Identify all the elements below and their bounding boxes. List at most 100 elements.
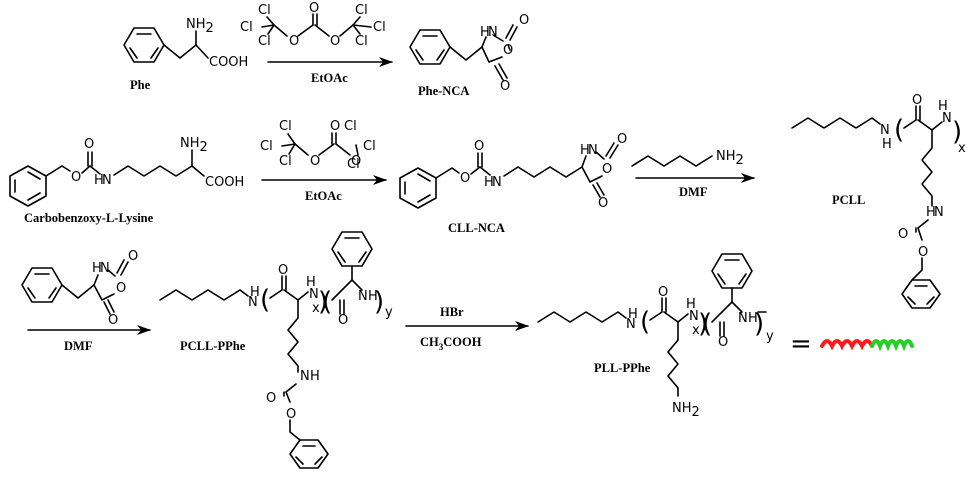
svg-text:(: ( <box>894 115 904 145</box>
svg-text:H: H <box>94 173 104 188</box>
svg-text:O: O <box>108 313 118 328</box>
svg-text:y: y <box>385 305 393 320</box>
svg-text:Cl: Cl <box>260 139 273 154</box>
pll-pphe-structure: N H ( O H N ) x ( O N H ) y NH2 PLL-PPhe <box>537 253 774 420</box>
pphe-coil-segment <box>870 339 914 352</box>
svg-text:O: O <box>460 171 470 186</box>
svg-text:H: H <box>628 307 638 322</box>
svg-text:N: N <box>588 143 598 158</box>
svg-text:O: O <box>338 313 348 328</box>
svg-text:N: N <box>492 175 502 190</box>
svg-text:(: ( <box>260 285 270 315</box>
svg-text:N: N <box>358 289 368 304</box>
svg-text:H: H <box>306 275 316 290</box>
svg-text:H: H <box>748 311 758 326</box>
svg-text:Cl: Cl <box>355 3 368 18</box>
svg-text:O: O <box>474 139 484 154</box>
svg-text:H: H <box>926 205 936 220</box>
svg-text:O: O <box>718 335 728 350</box>
svg-text:N: N <box>300 369 310 384</box>
svg-text:H: H <box>484 175 494 190</box>
pll-pphe-label: PLL-PPhe <box>594 361 651 375</box>
step3-solvent: DMF <box>679 185 708 199</box>
pcll-pphe-label: PCLL-PPhe <box>180 339 246 353</box>
svg-text:Cl: Cl <box>258 34 271 49</box>
svg-text:O: O <box>898 227 908 242</box>
svg-text:O: O <box>128 249 138 264</box>
phe-label: Phe <box>130 78 151 92</box>
svg-text:O: O <box>330 119 340 134</box>
svg-text:Cl: Cl <box>279 154 292 169</box>
pcll-label: PCLL <box>832 193 865 207</box>
svg-text:N: N <box>689 309 699 324</box>
svg-text:H: H <box>92 261 102 276</box>
svg-text:O: O <box>912 93 922 108</box>
step4-solvent: DMF <box>64 339 93 353</box>
step1-solvent: EtOAc <box>311 71 348 85</box>
nh2-label: NH2 <box>180 136 208 155</box>
svg-text:Cl: Cl <box>279 119 292 134</box>
svg-text:O: O <box>918 245 928 260</box>
svg-text:H: H <box>686 297 696 312</box>
svg-text:O: O <box>289 34 299 49</box>
svg-text:Cl: Cl <box>347 157 360 172</box>
benzene-ring <box>123 27 165 63</box>
svg-text:N: N <box>880 123 890 138</box>
svg-text:N: N <box>942 111 952 126</box>
step5-solvent: CH3COOH <box>420 335 482 352</box>
svg-text:H: H <box>250 285 260 300</box>
svg-text:O: O <box>351 154 361 169</box>
svg-text:N: N <box>248 295 258 310</box>
svg-text:O: O <box>71 170 81 185</box>
svg-text:O: O <box>598 196 608 211</box>
cbz-lysine-structure: O O H N NH2 COOH Carbobenzoxy-L-Lysine <box>9 136 244 225</box>
svg-text:N: N <box>100 261 110 276</box>
svg-text:): ) <box>698 309 708 339</box>
step2-solvent: EtOAc <box>305 189 342 203</box>
triphosgene-reagent-1: Cl Cl Cl O O O Cl Cl Cl <box>240 1 386 49</box>
svg-text:H: H <box>938 99 948 114</box>
triphosgene-reagent-2: Cl Cl Cl O O O Cl Cl Cl <box>260 119 376 172</box>
svg-text:Cl: Cl <box>363 139 376 154</box>
svg-text:Cl: Cl <box>258 3 271 18</box>
svg-text:Cl: Cl <box>355 34 368 49</box>
phe-nca-structure: H N O O O Phe-NCA <box>409 13 529 98</box>
svg-text:H: H <box>882 137 892 152</box>
step5-reagent: HBr <box>440 305 464 319</box>
svg-text:Cl: Cl <box>344 119 357 134</box>
cll-nca-structure: O O H N H N O O O CLL-NCA <box>399 132 627 235</box>
phe-structure: NH2 COOH Phe <box>123 17 248 92</box>
svg-text:(: ( <box>702 309 712 339</box>
cll-nca-label: CLL-NCA <box>448 221 505 235</box>
svg-text:H: H <box>368 289 378 304</box>
svg-text:O: O <box>503 43 513 58</box>
svg-text:O: O <box>286 407 296 422</box>
cbz-lysine-label: Carbobenzoxy-L-Lysine <box>24 211 154 225</box>
svg-text:Cl: Cl <box>373 20 386 35</box>
phe-nca-reagent: H N O O O <box>21 249 138 328</box>
svg-text:O: O <box>278 263 288 278</box>
svg-text:N: N <box>309 287 319 302</box>
nh2-label: NH2 <box>186 17 214 36</box>
svg-text:): ) <box>374 287 384 317</box>
pll-coil-segment <box>820 339 874 351</box>
svg-text:O: O <box>500 79 510 94</box>
svg-text:): ) <box>318 287 328 317</box>
svg-text:): ) <box>952 117 962 147</box>
pcll-pphe-structure: N H ( O H N ) x ( O N H ) y N H O O PCLL… <box>159 231 393 469</box>
svg-text:O: O <box>617 132 627 147</box>
svg-text:O: O <box>266 391 276 406</box>
svg-text:x: x <box>312 301 320 316</box>
svg-text:N: N <box>488 25 498 40</box>
hexylamine-reagent: NH2 <box>631 149 744 168</box>
svg-text:O: O <box>330 34 340 49</box>
svg-text:H: H <box>480 25 490 40</box>
svg-text:O: O <box>310 154 320 169</box>
svg-text:N: N <box>102 173 112 188</box>
svg-text:y: y <box>766 329 774 344</box>
phe-nca-label: Phe-NCA <box>418 84 469 98</box>
svg-text:N: N <box>934 205 944 220</box>
svg-text:O: O <box>658 285 668 300</box>
svg-text:N: N <box>738 311 748 326</box>
